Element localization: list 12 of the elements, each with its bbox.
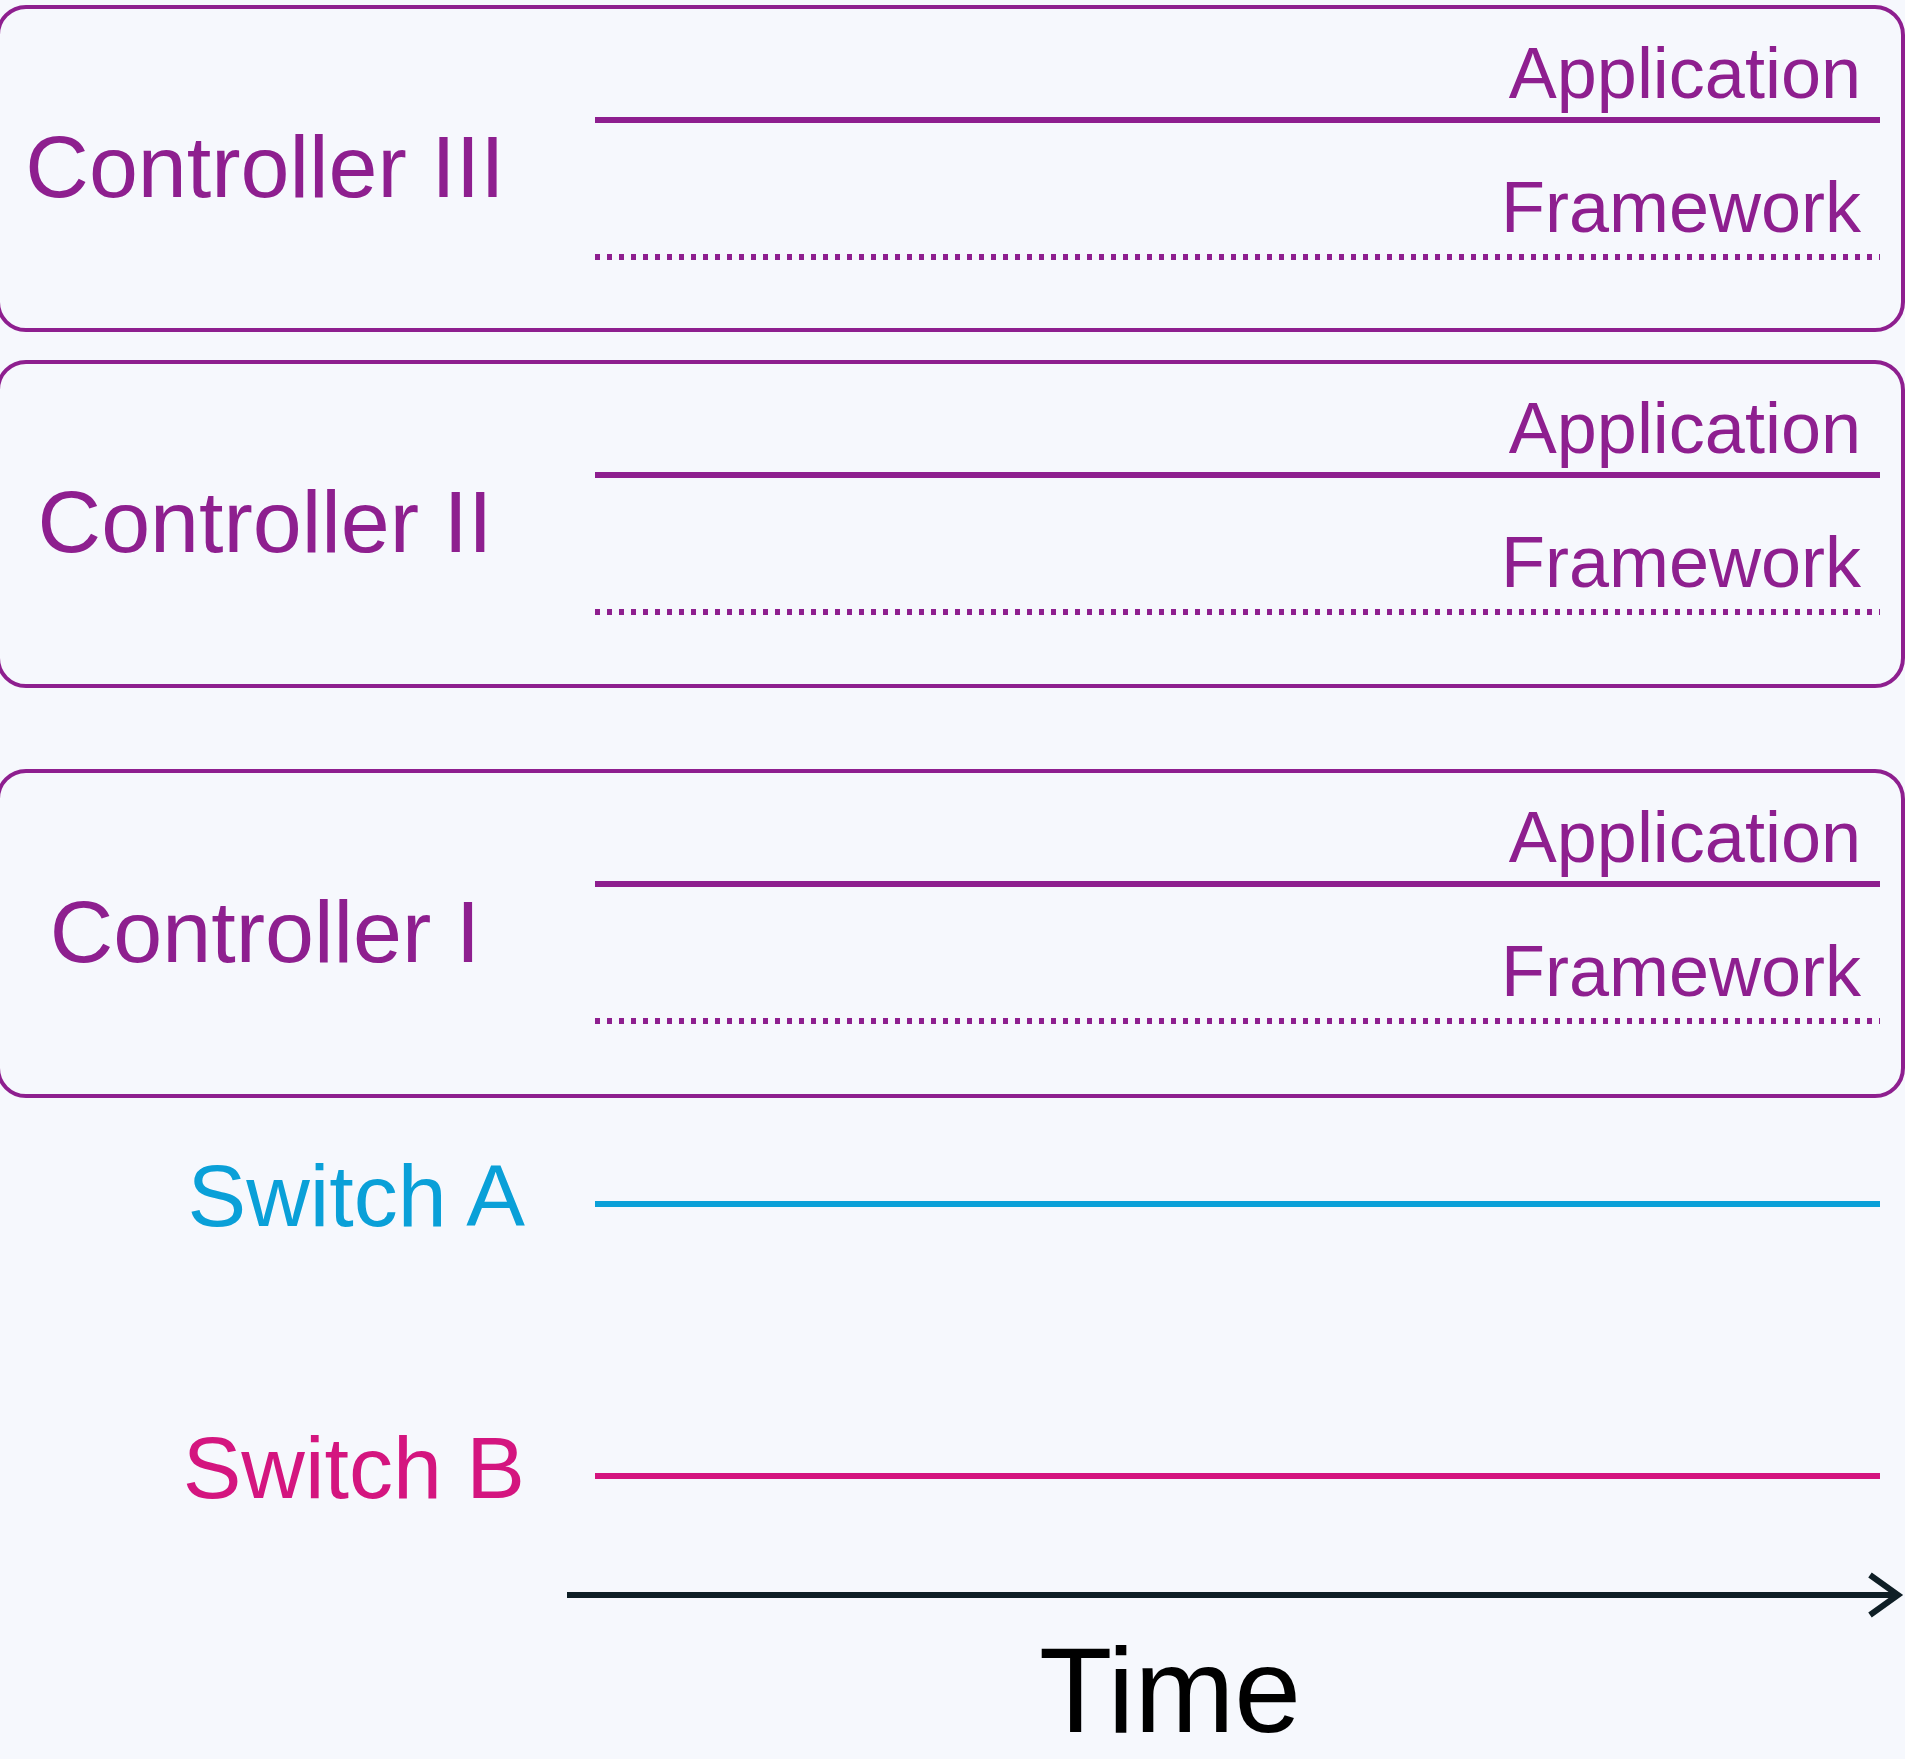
layer-label: Framework — [1500, 526, 1861, 598]
layer-label: Framework — [1500, 935, 1861, 1007]
axis-label: Time — [1037, 1630, 1303, 1750]
switch-label: Switch A — [187, 1152, 525, 1240]
controller-box — [0, 360, 1905, 688]
controller-label: Controller I — [48, 887, 482, 976]
controller-label: Controller II — [36, 478, 494, 566]
switch-label: Switch B — [182, 1424, 525, 1512]
controller-label: Controller III — [24, 122, 506, 211]
layer-label: Framework — [1500, 171, 1861, 243]
controller-box — [0, 769, 1905, 1098]
controller-box — [0, 5, 1905, 332]
